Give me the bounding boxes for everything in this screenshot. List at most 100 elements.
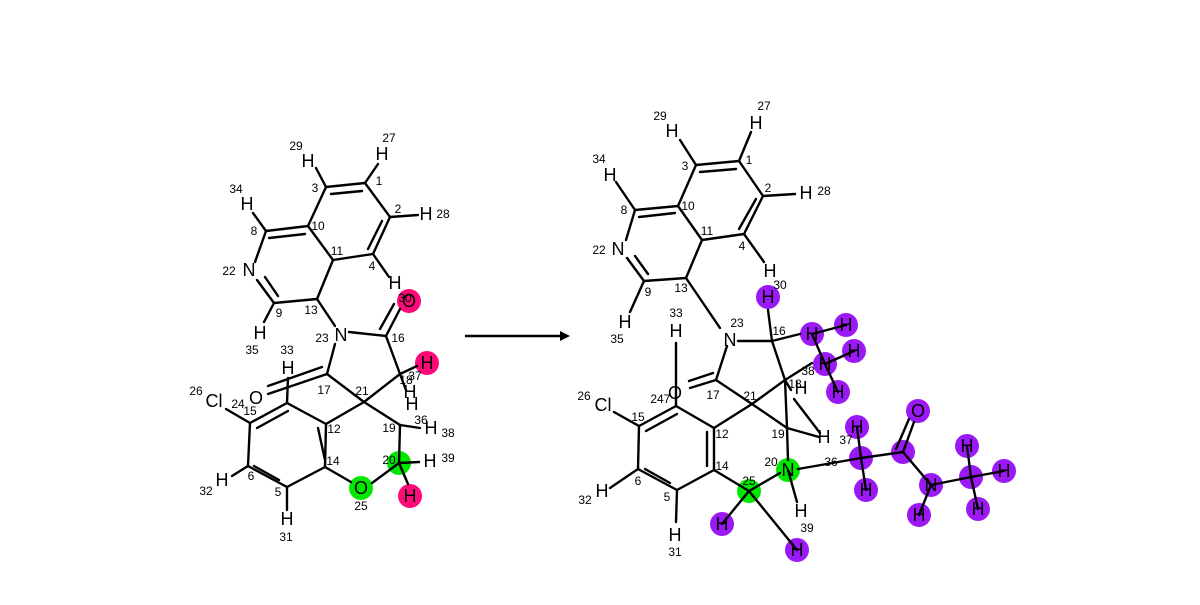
atom-index: 8 xyxy=(251,224,258,238)
atom-index: 23 xyxy=(730,316,744,330)
atom-index: 24 xyxy=(231,397,245,411)
atom-index: 27 xyxy=(757,99,771,113)
atom-label: Cl xyxy=(595,395,612,415)
atom-label: H xyxy=(840,315,853,335)
atom-label: N xyxy=(335,325,348,345)
atom-index: 15 xyxy=(243,404,257,418)
atom-index: 17 xyxy=(317,383,331,397)
atom-label: H xyxy=(795,378,808,398)
atom-index: 16 xyxy=(772,324,786,338)
atom-index: 29 xyxy=(653,109,667,123)
atom-index: 12 xyxy=(327,422,341,436)
atom-label: H xyxy=(596,481,609,501)
atom-index: 37 xyxy=(839,433,853,447)
bond-layer xyxy=(224,130,1006,552)
atom-label: H xyxy=(425,418,438,438)
atom-label: H xyxy=(282,358,295,378)
atom-index: 5 xyxy=(664,490,671,504)
atom-index: 19 xyxy=(382,421,396,435)
atom-label: H xyxy=(795,501,808,521)
atom-label: H xyxy=(819,354,832,374)
atom-index: 2 xyxy=(395,202,402,216)
atom-index: 9 xyxy=(645,285,652,299)
atom-index: 6 xyxy=(248,469,255,483)
atom-highlight xyxy=(906,399,930,423)
atom-index: 15 xyxy=(631,410,645,424)
atom-index: 17 xyxy=(706,388,720,402)
atom-label: H xyxy=(421,353,434,373)
atom-index: 18 xyxy=(399,373,413,387)
arrow-head xyxy=(560,331,570,341)
atom-label: O xyxy=(402,291,416,311)
atom-index: 24 xyxy=(650,392,664,406)
atom-label: H xyxy=(851,417,864,437)
atom-label: H xyxy=(832,382,845,402)
atom-label: H xyxy=(860,480,873,500)
atom-index: 25 xyxy=(742,474,756,488)
atom-label: H xyxy=(619,312,632,332)
atom-index: 10 xyxy=(681,199,695,213)
atom-label: N xyxy=(925,475,938,495)
atom-index: 11 xyxy=(701,224,714,238)
atom-highlight xyxy=(397,289,421,313)
atom-index: 31 xyxy=(279,530,293,544)
atom-label: H xyxy=(420,204,433,224)
atom-index: 19 xyxy=(771,427,785,441)
atom-index: 32 xyxy=(578,493,592,507)
atom-index: 12 xyxy=(715,427,729,441)
atom-index: 36 xyxy=(824,455,838,469)
product-atoms-extra: H H xyxy=(596,427,831,501)
reactant-atoms: H H H H N H N O H H O Cl H H H H H O H C xyxy=(206,144,438,506)
atom-index: 35 xyxy=(245,343,259,357)
atom-index: 13 xyxy=(674,281,688,295)
atom-index: 5 xyxy=(275,485,282,499)
atom-label: H xyxy=(281,509,294,529)
atom-label: H xyxy=(404,486,417,506)
atom-index: 14 xyxy=(715,459,729,473)
atom-index: 4 xyxy=(369,259,376,273)
atom-label: H xyxy=(961,436,974,456)
atom-highlight xyxy=(349,476,373,500)
atom-index: 39 xyxy=(800,521,814,535)
atom-label: N xyxy=(243,260,256,280)
atom-index: 21 xyxy=(743,389,757,403)
atom-label: H xyxy=(389,273,402,293)
atom-index: 33 xyxy=(280,343,294,357)
atom-label: H xyxy=(670,321,683,341)
atom-index: 38 xyxy=(801,364,815,378)
atom-index: 25 xyxy=(354,499,368,513)
atom-label: H xyxy=(806,324,819,344)
atom-label: H xyxy=(750,113,763,133)
atom-label: H xyxy=(818,427,831,447)
atom-label: H xyxy=(376,144,389,164)
atom-label: H xyxy=(254,323,267,343)
atom-index: 26 xyxy=(189,384,203,398)
atom-index: 31 xyxy=(668,545,682,559)
atom-index: 23 xyxy=(315,331,329,345)
atom-index: 33 xyxy=(669,306,683,320)
atom-index: 28 xyxy=(436,207,450,221)
atom-index: 21 xyxy=(355,384,369,398)
atom-label: H xyxy=(424,451,437,471)
atom-index: 18 xyxy=(788,377,802,391)
atom-label: H xyxy=(800,183,813,203)
atom-index: 13 xyxy=(304,303,318,317)
atom-label: Cl xyxy=(206,391,223,411)
atom-label: H xyxy=(913,505,926,525)
atom-label: O xyxy=(354,478,368,498)
atom-label: H xyxy=(404,382,417,402)
atom-label: H xyxy=(216,470,229,490)
product-atoms: H H H H N H H H N H H H H H O Cl H H O H… xyxy=(595,113,1011,560)
atom-index: 29 xyxy=(289,139,303,153)
atom-index: 35 xyxy=(610,332,624,346)
atom-index: 22 xyxy=(222,264,236,278)
atom-index: 30 xyxy=(398,291,412,305)
atom-index: 27 xyxy=(382,131,396,145)
atom-index: 37 xyxy=(408,369,422,383)
atom-label: H xyxy=(716,514,729,534)
atom-highlight xyxy=(415,351,439,375)
atom-index: 3 xyxy=(682,159,689,173)
atom-index: 9 xyxy=(276,306,283,320)
atom-label: H xyxy=(406,394,419,414)
atom-index: 28 xyxy=(817,184,831,198)
